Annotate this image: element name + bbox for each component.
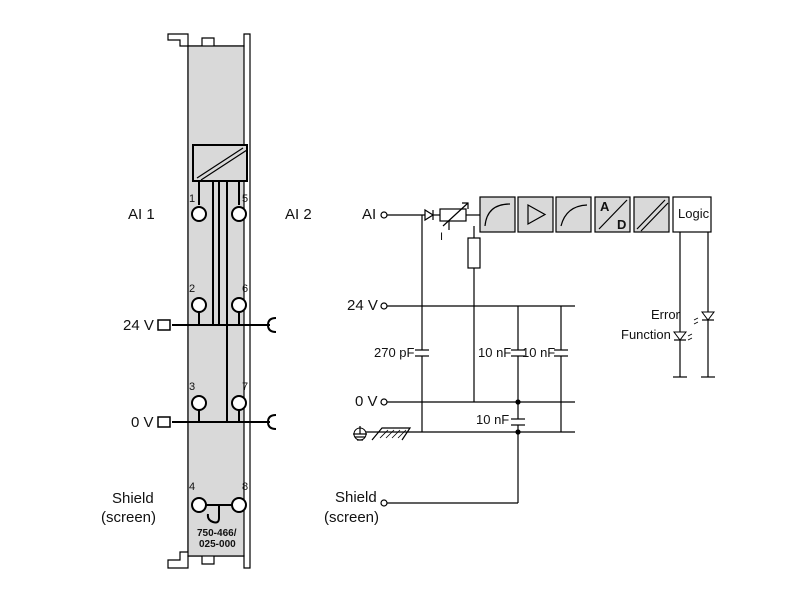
- resistor: [467, 237, 481, 269]
- terminal-1: [191, 206, 207, 222]
- label-error: Error: [651, 307, 681, 322]
- din-rail-icon: [371, 427, 412, 441]
- terminal-number-6: 6: [242, 283, 248, 295]
- terminal-numbers: 1 2 3 4 5 6 7 8: [189, 193, 248, 493]
- amplifier-block: [517, 196, 554, 233]
- input-terminal-ai: [380, 211, 388, 219]
- filter-block-1: [479, 196, 516, 233]
- label-ai1: AI 1: [128, 206, 155, 223]
- power-contact-24v-right: [266, 317, 277, 333]
- label-24v-module: 24 V: [123, 317, 154, 334]
- terminal-number-8: 8: [242, 481, 248, 493]
- label-screen-module: (screen): [101, 509, 156, 526]
- terminal-number-3: 3: [189, 381, 195, 393]
- terminal-8: [231, 497, 247, 513]
- terminal-7: [231, 395, 247, 411]
- label-10nf-c: 10 nF: [476, 412, 509, 427]
- error-led-icon: [693, 311, 715, 325]
- terminal-number-5: 5: [242, 193, 248, 205]
- capacitor-270pf: [415, 349, 429, 357]
- function-led-icon: [673, 331, 693, 341]
- terminal-3: [191, 395, 207, 411]
- logic-label: Logic: [678, 206, 710, 221]
- signal-chain: A D Logic: [479, 196, 712, 233]
- label-270pf: 270 pF: [374, 345, 415, 360]
- label-ai: AI: [362, 206, 376, 223]
- terminal-number-1: 1: [189, 193, 195, 205]
- label-10nf-b: 10 nF: [522, 345, 555, 360]
- terminal-4: [191, 497, 207, 513]
- junction-dot: [515, 399, 521, 405]
- label-10nf-a: 10 nF: [478, 345, 511, 360]
- terminal-points: [191, 206, 247, 524]
- power-contact-0v-right: [266, 414, 277, 430]
- part-number-line2: 025-000: [199, 539, 236, 550]
- power-contact-0v-left: [157, 416, 171, 428]
- terminal-number-4: 4: [189, 481, 195, 493]
- capacitor-10nf-lower: [511, 418, 525, 426]
- adc-label-d: D: [617, 217, 626, 232]
- schematic-wiring: [366, 214, 715, 504]
- label-0v-module: 0 V: [131, 414, 154, 431]
- filter-block-2: [555, 196, 592, 233]
- terminal-2: [191, 297, 207, 313]
- power-contacts: [157, 317, 277, 430]
- input-terminal-24v: [380, 302, 388, 310]
- current-symbol: I: [440, 231, 443, 243]
- terminal-number-7: 7: [242, 381, 248, 393]
- ground-icon: [353, 426, 367, 441]
- terminal-number-2: 2: [189, 283, 195, 295]
- terminal-5: [231, 206, 247, 222]
- module-internal-wiring: [172, 181, 270, 423]
- converter-block: [192, 144, 248, 182]
- input-terminal-0v: [380, 398, 388, 406]
- variable-resistor-icon: I: [439, 202, 480, 243]
- logic-block: [672, 196, 712, 233]
- label-function: Function: [621, 327, 671, 342]
- capacitor-10nf-middle: [511, 349, 525, 357]
- part-number-line1: 750-466/: [197, 528, 237, 539]
- capacitor-10nf-right: [554, 349, 568, 357]
- label-0v: 0 V: [355, 393, 378, 410]
- label-24v: 24 V: [347, 297, 378, 314]
- terminal-6: [231, 297, 247, 313]
- label-screen: (screen): [324, 509, 379, 526]
- input-terminal-shield: [380, 499, 388, 507]
- diode-icon: [424, 208, 440, 222]
- label-ai2: AI 2: [285, 206, 312, 223]
- label-shield: Shield: [335, 489, 377, 506]
- power-contact-24v-left: [157, 319, 171, 331]
- label-shield-module: Shield: [112, 490, 154, 507]
- adc-label-a: A: [600, 199, 610, 214]
- junction-dot: [515, 429, 521, 435]
